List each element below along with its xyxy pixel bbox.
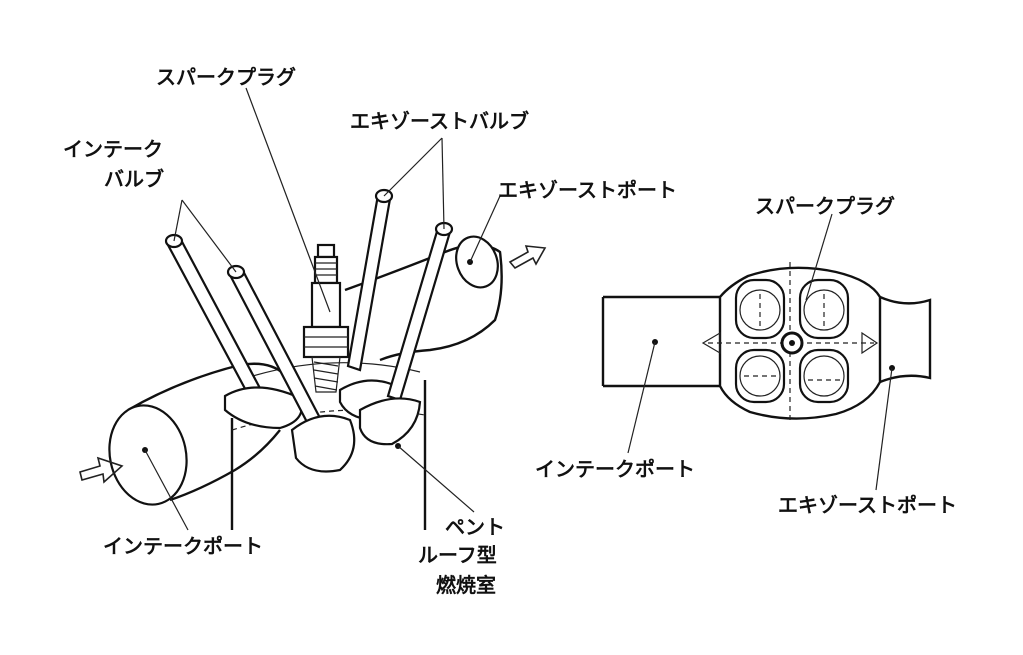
- label-intake-port-left: インテークポート: [103, 534, 263, 558]
- label-spark-plug: スパークプラグ: [156, 65, 296, 89]
- exhaust-flow-arrow: [508, 245, 547, 270]
- label-pent-roof-line2: ルーフ型: [418, 543, 497, 567]
- label-pent-roof-line1: ペント: [445, 515, 505, 539]
- intake-valve-right: [226, 264, 356, 473]
- label-intake-port-top: インテークポート: [535, 457, 695, 481]
- left-leader-lines: [144, 87, 501, 531]
- label-spark-plug-top: スパークプラグ: [755, 194, 895, 218]
- label-intake-valve-line2: バルブ: [104, 167, 164, 191]
- top-view-illustration: スパークプラグ インテークポート エキゾーストポート: [535, 194, 957, 517]
- right-leader-lines: [627, 213, 893, 491]
- exhaust-valve-right: [358, 221, 454, 449]
- label-exhaust-port-top: エキゾーストポート: [778, 493, 957, 517]
- top-valve-lower-right: [798, 348, 850, 404]
- top-valve-upper-left: [734, 278, 786, 340]
- top-valve-lower-left: [734, 348, 786, 404]
- label-intake-valve-line1: インテーク: [63, 137, 163, 161]
- top-spark-plug: [780, 331, 804, 355]
- label-exhaust-valve: エキゾーストバルブ: [350, 109, 529, 133]
- top-intake-port: [601, 295, 720, 388]
- cylinder-head-illustration: スパークプラグ エキゾーストバルブ インテーク バルブ エキゾーストポート イン…: [63, 65, 677, 597]
- top-valve-upper-right: [798, 278, 850, 340]
- intake-valve-left: [164, 233, 303, 430]
- spark-plug-shape: [302, 243, 350, 393]
- label-pent-roof-line3: 燃焼室: [436, 573, 496, 597]
- top-exhaust-port: [879, 295, 932, 384]
- top-chamber-outline: [718, 266, 882, 420]
- label-exhaust-port-left: エキゾーストポート: [498, 178, 677, 202]
- intake-flow-arrow: [79, 456, 124, 484]
- exhaust-port-shape: [344, 235, 503, 362]
